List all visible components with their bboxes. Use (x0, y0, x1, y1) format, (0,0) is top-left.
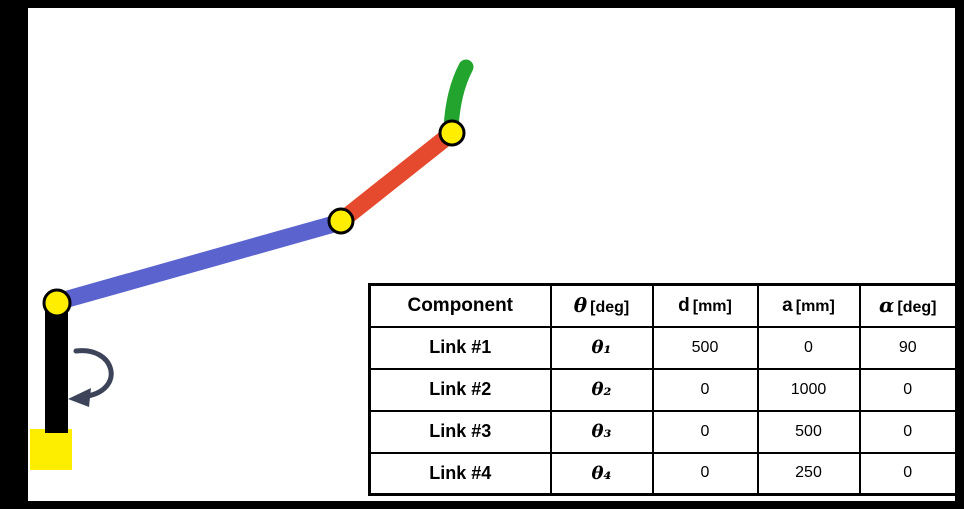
cell-component: Link #3 (368, 409, 552, 454)
link-2 (48, 213, 350, 311)
a-symbol: a (782, 294, 793, 316)
cell-a: 500 (756, 409, 861, 454)
cell-component: Link #2 (368, 367, 552, 412)
cell-d: 0 (651, 409, 759, 454)
col-header-alpha: α[deg] (858, 283, 958, 328)
cell-component: Link #4 (368, 451, 552, 496)
theta-unit: [deg] (590, 299, 630, 317)
cell-alpha: 90 (858, 325, 958, 370)
cell-d: 500 (651, 325, 759, 370)
cell-theta: θ₃ (549, 409, 654, 454)
d-symbol: d (678, 294, 690, 316)
d-unit: [mm] (692, 297, 732, 315)
link-3 (332, 124, 461, 230)
table-row: Link #3 θ₃ 0 500 0 (368, 409, 958, 454)
alpha-unit: [deg] (897, 299, 937, 317)
col-header-d: d[mm] (651, 283, 759, 328)
a-unit: [mm] (795, 297, 835, 315)
cell-a: 250 (756, 451, 861, 496)
rotation-arrow-arc (73, 348, 114, 399)
cell-theta: θ₂ (549, 367, 654, 412)
header-component-label: Component (407, 294, 514, 316)
table-header-row: Component θ[deg] d[mm] a[mm] α[deg] (368, 283, 958, 328)
rotation-arrow-icon (68, 348, 114, 407)
cell-d: 0 (651, 451, 759, 496)
dh-parameter-table: Component θ[deg] d[mm] a[mm] α[deg] Link… (368, 283, 958, 496)
joint-2-icon (327, 207, 355, 235)
theta-symbol: θ (573, 293, 588, 318)
cell-theta: θ₄ (549, 451, 654, 496)
cell-alpha: 0 (858, 367, 958, 412)
cell-theta: θ₁ (549, 325, 654, 370)
base-plate (30, 429, 72, 470)
col-header-component: Component (368, 283, 552, 328)
cell-d: 0 (651, 367, 759, 412)
cell-a: 1000 (756, 367, 861, 412)
cell-alpha: 0 (858, 451, 958, 496)
joint-1-icon (42, 288, 72, 318)
link-1 (45, 301, 68, 433)
col-header-theta: θ[deg] (549, 283, 654, 328)
cell-alpha: 0 (858, 409, 958, 454)
cell-a: 0 (756, 325, 861, 370)
table-row: Link #1 θ₁ 500 0 90 (368, 325, 958, 370)
rotation-arrow-head (68, 388, 91, 407)
joint-3-icon (438, 119, 466, 147)
cell-component: Link #1 (368, 325, 552, 370)
alpha-symbol: α (879, 293, 895, 318)
col-header-a: a[mm] (756, 283, 861, 328)
table-row: Link #2 θ₂ 0 1000 0 (368, 367, 958, 412)
table-row: Link #4 θ₄ 0 250 0 (368, 451, 958, 496)
